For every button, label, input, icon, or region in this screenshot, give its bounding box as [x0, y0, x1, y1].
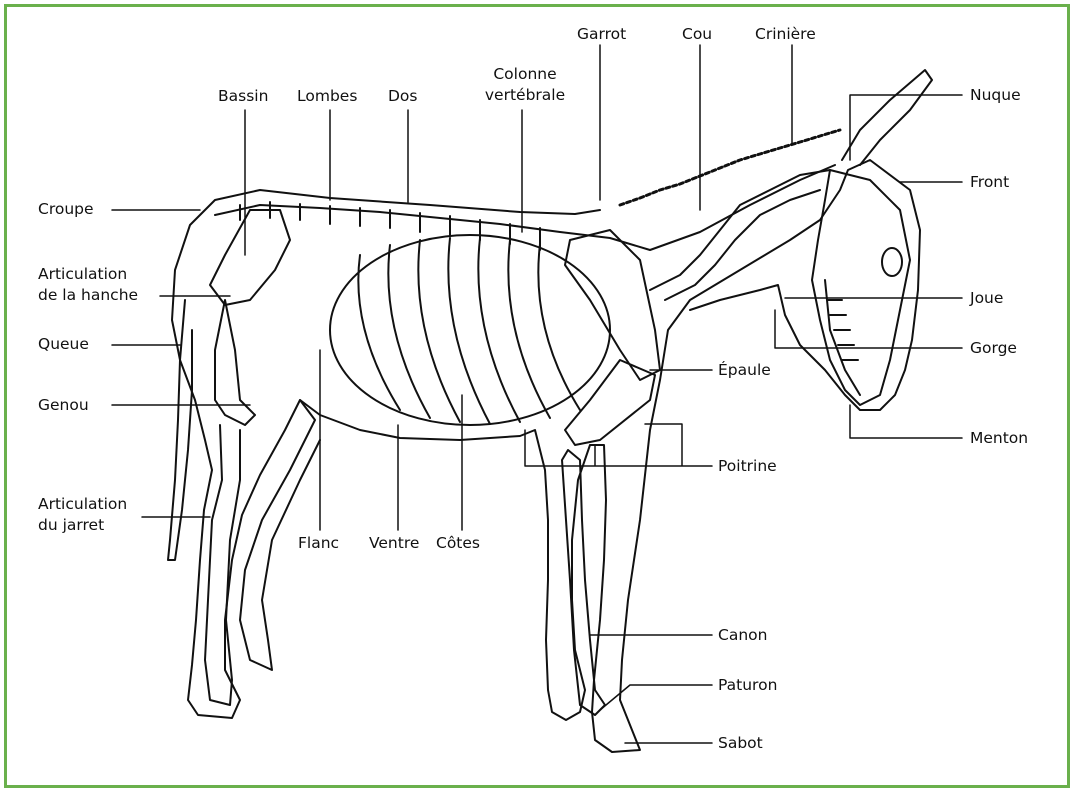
leader-poitrine	[525, 424, 712, 466]
label-hanche: Articulation de la hanche	[38, 264, 138, 306]
label-bassin: Bassin	[218, 86, 268, 107]
donkey-body-outline	[172, 160, 920, 752]
rib	[388, 245, 430, 418]
label-front: Front	[970, 172, 1009, 193]
label-queue: Queue	[38, 334, 89, 355]
label-croupe: Croupe	[38, 199, 94, 220]
rib	[478, 238, 520, 422]
label-dos: Dos	[388, 86, 418, 107]
eye-socket	[882, 248, 902, 276]
rib	[508, 240, 550, 418]
donkey-ear	[842, 70, 932, 165]
label-hanche-line1: Articulation	[38, 264, 138, 285]
label-colonne-line2: vertébrale	[470, 85, 580, 106]
label-jarret-line1: Articulation	[38, 494, 127, 515]
label-genou: Genou	[38, 395, 89, 416]
label-cotes: Côtes	[436, 533, 480, 554]
leader-gorge	[775, 310, 962, 348]
label-nuque: Nuque	[970, 85, 1021, 106]
spine	[215, 165, 835, 250]
hind-bones	[205, 425, 240, 705]
front-bones	[562, 450, 605, 715]
label-poitrine: Poitrine	[718, 456, 777, 477]
label-colonne-line1: Colonne	[470, 64, 580, 85]
label-ventre: Ventre	[369, 533, 419, 554]
ribcage	[330, 235, 610, 425]
label-cou: Cou	[682, 24, 712, 45]
scapula	[565, 230, 660, 380]
label-sabot: Sabot	[718, 733, 763, 754]
label-jarret-line2: du jarret	[38, 515, 127, 536]
label-garrot: Garrot	[577, 24, 626, 45]
label-canon: Canon	[718, 625, 767, 646]
rib	[418, 240, 460, 422]
label-joue: Joue	[970, 288, 1003, 309]
rib	[448, 238, 490, 424]
label-gorge: Gorge	[970, 338, 1017, 359]
label-lombes: Lombes	[297, 86, 357, 107]
humerus	[565, 360, 655, 445]
label-epaule: Épaule	[718, 360, 771, 381]
femur	[215, 300, 255, 425]
rib	[538, 244, 580, 410]
leader-nuque	[850, 95, 962, 160]
label-flanc: Flanc	[298, 533, 339, 554]
label-colonne-vertebrale: Colonne vertébrale	[470, 64, 580, 106]
pelvis	[210, 210, 290, 305]
label-jarret: Articulation du jarret	[38, 494, 127, 536]
neck-vertebrae	[650, 170, 830, 300]
label-hanche-line2: de la hanche	[38, 285, 138, 306]
teeth	[828, 300, 858, 360]
leader-paturon	[600, 685, 712, 710]
donkey-tail	[168, 300, 192, 560]
label-paturon: Paturon	[718, 675, 777, 696]
rib	[358, 255, 400, 410]
label-menton: Menton	[970, 428, 1028, 449]
label-criniere: Crinière	[755, 24, 816, 45]
